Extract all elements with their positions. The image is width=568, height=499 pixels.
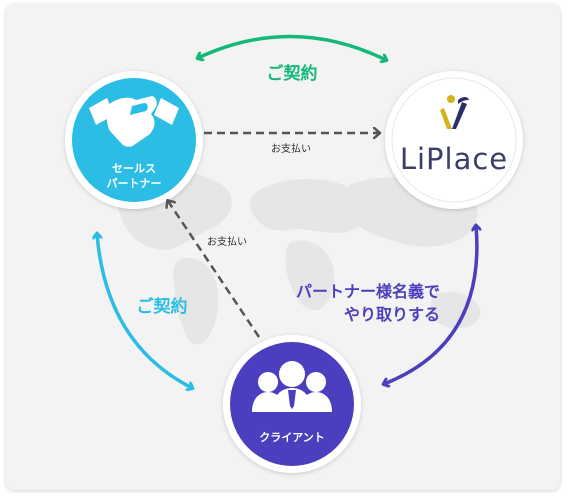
- payment-arrow-left: [168, 201, 261, 338]
- node-liplace: [385, 71, 523, 209]
- handshake-icon: [89, 96, 179, 147]
- liplace-logo-text: LiPlace: [399, 142, 509, 176]
- liplace-logo-icon: [440, 95, 469, 129]
- partner-name-arrow: [384, 226, 477, 384]
- diagram-card: セールス パートナー LiPlace クライアント ご契約 お支払い お支払い …: [6, 4, 560, 490]
- sales-partner-label-line1: セールス: [112, 162, 156, 175]
- diagram-canvas: [65, 34, 523, 473]
- contract-arrow-top: [198, 34, 386, 60]
- contract-arrow-left: [97, 234, 192, 388]
- partner-name-label-line1: パートナー様名義で: [295, 282, 440, 301]
- contract-label-left: ご契約: [136, 297, 188, 317]
- payment-label-top: お支払い: [271, 144, 311, 155]
- client-label: クライアント: [259, 431, 325, 444]
- payment-label-left: お支払い: [207, 237, 247, 248]
- people-icon: [252, 361, 332, 412]
- contract-label-top: ご契約: [266, 64, 318, 84]
- partner-name-label-line2: やり取りする: [343, 305, 440, 324]
- sales-partner-label-line2: パートナー: [106, 177, 162, 190]
